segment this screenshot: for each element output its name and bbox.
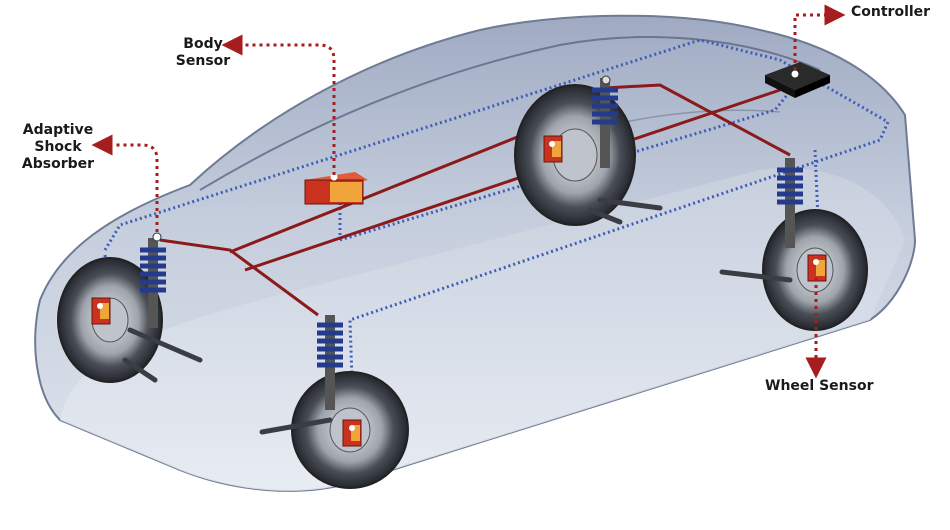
body-sensor-arrow (221, 34, 336, 175)
controller-unit (765, 62, 830, 98)
wheel-sensor-front-left (91, 297, 111, 325)
suspension-arms (122, 197, 793, 435)
shock-absorber-arrow (91, 134, 159, 232)
wheel-sensor-rear-left (543, 135, 563, 163)
body-sensor-label: Body Sensor (175, 36, 231, 69)
shock-absorber-marker (152, 232, 162, 242)
shock-absorber-rear-right (777, 158, 803, 248)
wheel-sensor-label: Wheel Sensor (765, 378, 874, 394)
callout-arrows (91, 4, 846, 379)
red-wiring (159, 83, 791, 317)
adaptive-shock-absorber-label: Adaptive Shock Absorber (21, 122, 95, 172)
shock-absorber-front-left (140, 238, 166, 328)
controller-label: Controller (851, 4, 931, 20)
shock-absorber-marker-rear (601, 75, 611, 85)
body-sensor (304, 172, 368, 205)
wheel-sensor-front-right (342, 419, 362, 447)
shock-absorber-front-right (317, 315, 343, 410)
shock-absorber-rear-left (592, 78, 618, 168)
wheel-sensor-rear-right (807, 254, 827, 282)
